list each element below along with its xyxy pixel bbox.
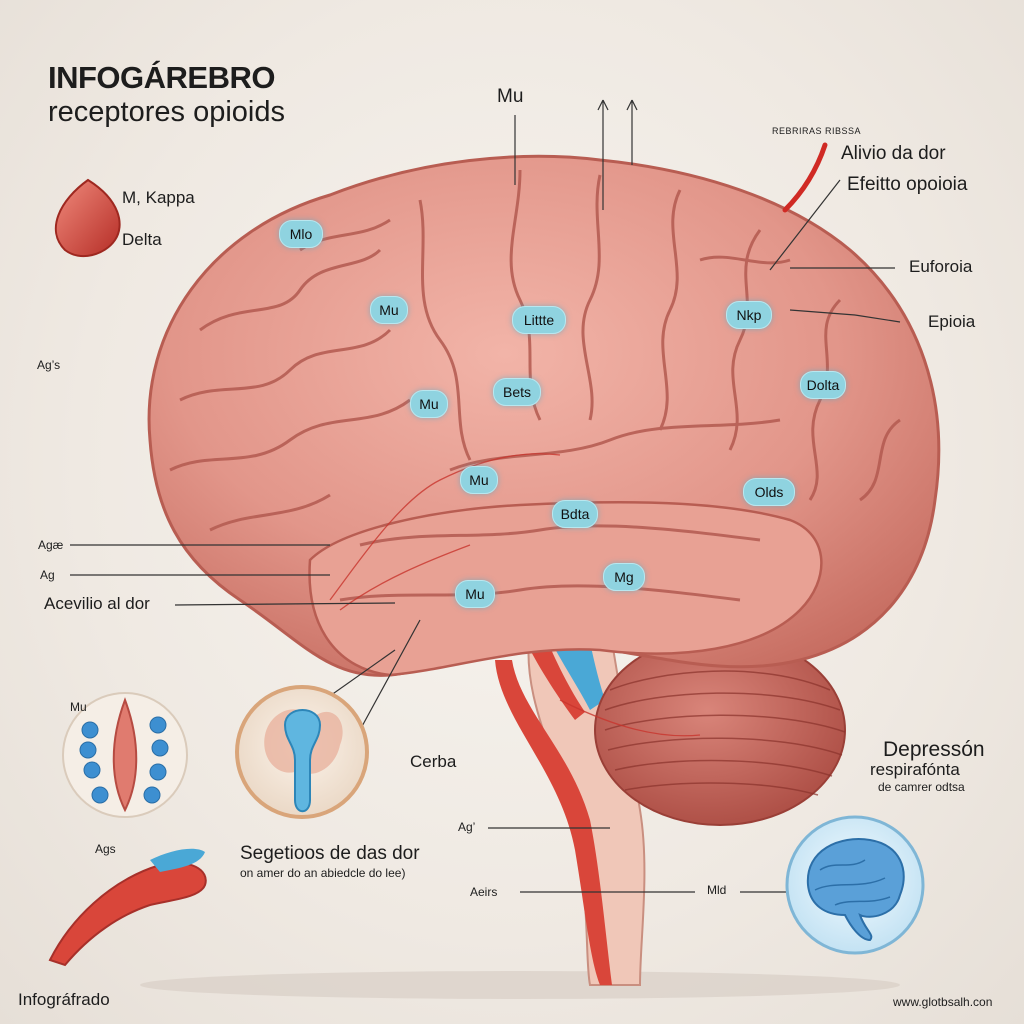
heart-icon xyxy=(54,178,121,258)
opioid-effect-label: Efeitto opoioia xyxy=(847,174,968,195)
top-mu-label: Mu xyxy=(497,86,524,107)
cerba-label: Cerba xyxy=(410,752,457,771)
agae-label: Agæ xyxy=(38,538,64,552)
artery-main xyxy=(495,660,612,985)
pain-signals-label: Segetioos de das dor xyxy=(240,843,420,864)
agr-label: Ag’ xyxy=(458,820,476,834)
red-accent-icon xyxy=(782,142,828,213)
page-subtitle: receptores opioids xyxy=(48,96,285,128)
receptor-badge: Mu xyxy=(370,296,408,324)
epioia-label: Epioia xyxy=(928,312,976,331)
receptor-badge: Mu xyxy=(460,466,498,494)
respiratory-label: respirafónta xyxy=(870,760,960,779)
legend-delta: Delta xyxy=(122,230,162,249)
mld-label: Mld xyxy=(707,883,727,897)
leader-lines xyxy=(70,100,901,893)
ground-shadow xyxy=(140,971,900,999)
artery-branch xyxy=(525,635,585,720)
pain-relief-label: Alivio da dor xyxy=(841,143,946,164)
receptor-badge: Mg xyxy=(603,563,645,591)
ag-label: Ag xyxy=(40,568,55,582)
respiratory-sublabel: de camrer odtsa xyxy=(878,780,965,794)
pain-relief-left-label: Acevilio al dor xyxy=(44,594,150,613)
aeirs-label: Aeirs xyxy=(470,885,498,899)
respiratory-depression-label: Depressón xyxy=(883,738,985,761)
receptor-badge: Dolta xyxy=(800,371,846,399)
legend-kappa: M, Kappa xyxy=(122,188,195,207)
top-right-caption: REBRIRAS RIBSSA xyxy=(772,126,862,136)
receptor-badge: Olds xyxy=(743,478,795,506)
pain-signals-sublabel: on amer do an abiedcle do lee) xyxy=(240,866,406,880)
panel-mu-tag: Mu xyxy=(70,700,87,714)
ags-label: Ag’s xyxy=(37,358,61,372)
receptor-badge: Nkp xyxy=(726,301,772,329)
receptor-badge: Bdta xyxy=(552,500,598,528)
receptor-badge: Mlo xyxy=(279,220,323,248)
nerve-limb xyxy=(48,861,207,967)
euphoria-label: Euforoia xyxy=(909,257,973,276)
receptor-badge: Mu xyxy=(455,580,495,608)
footer-brand: Infográfrado xyxy=(18,990,110,1009)
receptor-badge: Bets xyxy=(493,378,541,406)
page-title: INFOGÁREBRO xyxy=(48,60,276,95)
receptor-badge: Littte xyxy=(512,306,566,334)
footer-url[interactable]: www.glotbsalh.con xyxy=(893,995,993,1009)
receptor-badge: Mu xyxy=(410,390,448,418)
ags-lower-label: Ags xyxy=(95,842,116,856)
